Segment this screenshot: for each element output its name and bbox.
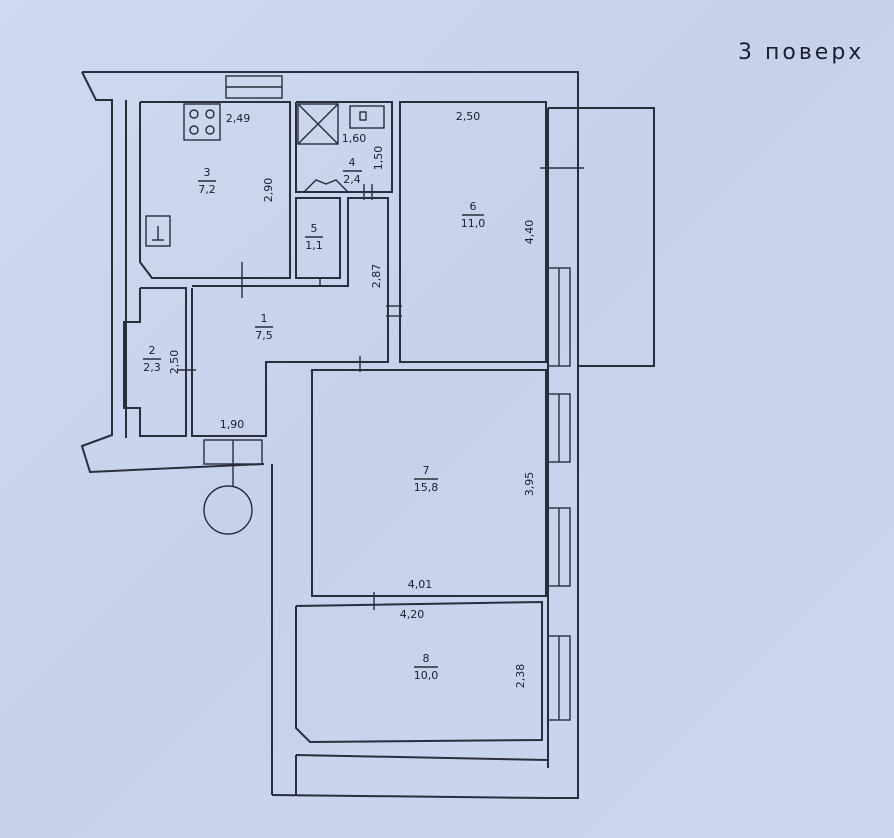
- dimension-labels: 2,49 2,90 1,60 1,50 2,87 2,50 1,90 2,50 …: [168, 110, 536, 688]
- balcony: [577, 107, 655, 367]
- room-6: [399, 101, 584, 363]
- room-4-bathroom: [295, 101, 393, 200]
- room-1-number: 1: [261, 312, 268, 325]
- room-1-area: 7,5: [255, 329, 273, 342]
- room-8-area: 10,0: [414, 669, 439, 682]
- right-windows: [547, 267, 571, 721]
- dim-room6-width: 2,50: [456, 110, 481, 123]
- dim-room7-width: 4,01: [408, 578, 433, 591]
- room-8-number: 8: [423, 652, 430, 665]
- dim-storage-depth: 2,50: [168, 350, 181, 375]
- dim-room8-width: 4,20: [400, 608, 425, 621]
- room-3-kitchen: [139, 101, 291, 298]
- room-7-area: 15,8: [414, 481, 439, 494]
- room-2-storage: [123, 287, 196, 437]
- room-5-number: 5: [311, 222, 318, 235]
- outer-walls: [80, 71, 579, 799]
- room-7: [311, 369, 547, 610]
- room-6-area: 11,0: [461, 217, 486, 230]
- room-2-area: 2,3: [143, 361, 161, 374]
- floor-title: 3 поверх: [738, 40, 865, 65]
- dim-room8-depth: 2,38: [514, 664, 527, 689]
- room-7-number: 7: [423, 464, 430, 477]
- room-8: [295, 600, 543, 744]
- dim-room7-depth: 3,95: [523, 472, 536, 497]
- entrance: [203, 439, 263, 535]
- room-6-number: 6: [470, 200, 477, 213]
- dim-room6-depth: 4,40: [523, 220, 536, 245]
- room-2-number: 2: [149, 344, 156, 357]
- room-labels: 3 7,2 4 2,4 5 1,1 1 7,5 2 2,3 6 11,0 7 1…: [143, 156, 485, 682]
- dim-bath-depth: 1,50: [372, 146, 385, 171]
- room-5-toilet: [295, 197, 341, 286]
- room-3-number: 3: [204, 166, 211, 179]
- dim-hall-width: 1,90: [220, 418, 245, 431]
- dim-kitchen-width: 2,49: [226, 112, 251, 125]
- room-4-number: 4: [349, 156, 356, 169]
- dim-kitchen-depth: 2,90: [262, 178, 275, 203]
- dim-hall-depth: 2,87: [370, 264, 383, 289]
- top-window: [225, 75, 283, 99]
- room-4-area: 2,4: [343, 173, 361, 186]
- dim-bath-width: 1,60: [342, 132, 367, 145]
- room-3-area: 7,2: [198, 183, 216, 196]
- room-5-area: 1,1: [305, 239, 323, 252]
